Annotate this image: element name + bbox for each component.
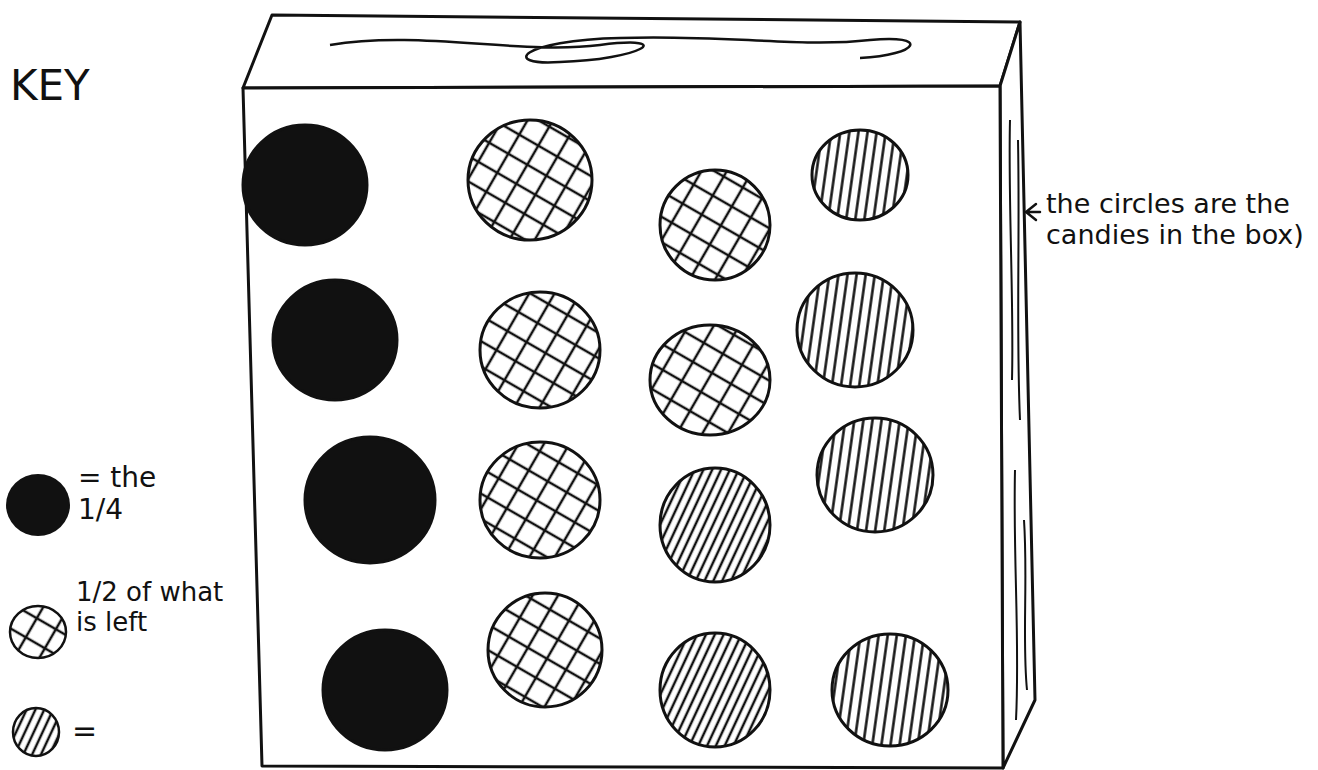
box-outline <box>243 15 1035 768</box>
note-label: the circles are the candies in the box) <box>1046 188 1311 250</box>
key-heading: KEY <box>10 62 130 110</box>
legend-sample-crosshatch <box>10 606 66 658</box>
black-candies <box>243 125 447 750</box>
hatched-candies <box>660 468 770 747</box>
hatched-candies <box>797 130 948 746</box>
legend-text: = the 1/4 <box>78 462 183 526</box>
box-top-scribble <box>330 37 910 62</box>
leader-arrow <box>1026 204 1040 220</box>
legend-text: 1/2 of what is left <box>76 578 248 638</box>
crosshatch-candies <box>468 120 770 707</box>
legend-text: = <box>72 714 132 749</box>
box-side-scribble <box>1010 120 1027 720</box>
legend-swatch <box>6 474 70 536</box>
legend-sample-hatched <box>13 708 59 756</box>
